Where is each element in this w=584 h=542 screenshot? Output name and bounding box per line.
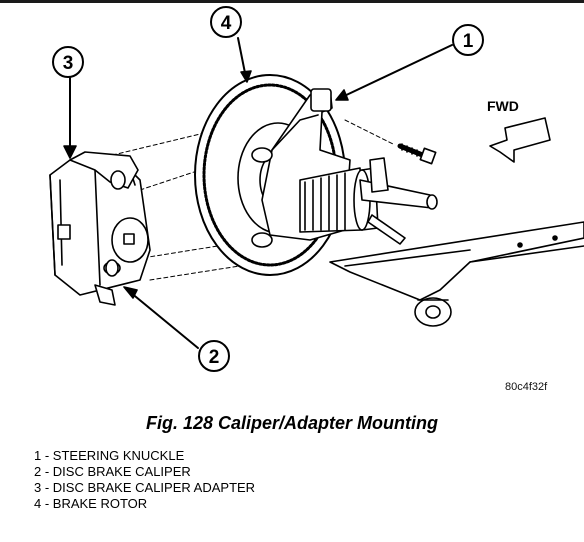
svg-text:FWD: FWD <box>487 98 519 114</box>
callout-1: 1 <box>335 24 484 101</box>
legend-item: 3 - DISC BRAKE CALIPER ADAPTER <box>34 480 256 495</box>
svg-text:4: 4 <box>221 13 232 34</box>
callout-4: 4 <box>210 6 252 83</box>
caliper-bolt <box>397 143 437 165</box>
forward-direction-indicator: FWD <box>487 98 551 163</box>
legend: 1 - STEERING KNUCKLE 2 - DISC BRAKE CALI… <box>34 448 255 512</box>
svg-text:1: 1 <box>463 31 474 52</box>
svg-text:3: 3 <box>63 53 74 74</box>
image-code: 80c4f32f <box>505 381 548 393</box>
svg-text:2: 2 <box>209 347 220 368</box>
callout-3: 3 <box>52 46 84 159</box>
disc-brake-caliper <box>49 159 151 296</box>
disc-brake-caliper-adapter <box>69 151 139 306</box>
legend-item: 1 - STEERING KNUCKLE <box>34 448 185 463</box>
figure-caption: Fig. 128 Caliper/Adapter Mounting <box>145 413 439 433</box>
callout-2: 2 <box>123 286 230 372</box>
tie-rod-end <box>359 157 438 245</box>
legend-item: 4 - BRAKE ROTOR <box>34 496 148 511</box>
legend-item: 2 - DISC BRAKE CALIPER <box>34 464 191 479</box>
exploded-view-illustration: 4 1 3 2 FWD <box>49 6 584 372</box>
lower-control-arm <box>329 221 584 327</box>
top-rule <box>0 0 584 3</box>
